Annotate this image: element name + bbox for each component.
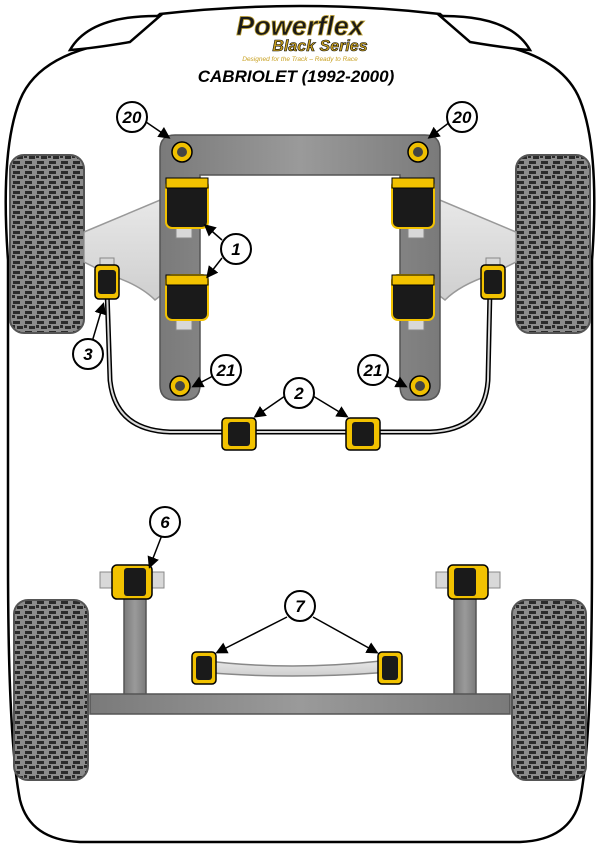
page-title: CABRIOLET (1992-2000) (198, 67, 395, 86)
mount-21-right (409, 375, 431, 397)
mount-20-left (171, 141, 193, 163)
callout-20-right: 20 (446, 101, 478, 133)
callout-21-left-label: 21 (216, 361, 236, 380)
drop-link-bush-right (480, 257, 506, 300)
wishbone-bush-front-left-lower (165, 274, 209, 331)
rear-trailing-arm-left (123, 589, 147, 697)
callout-2-label: 2 (293, 384, 304, 403)
logo-tagline: Designed for the Track – Ready to Race (242, 56, 358, 63)
rear-beam-bush-right (435, 564, 501, 600)
callout-6-label: 6 (160, 513, 170, 532)
rear-right-tyre (511, 599, 587, 781)
car-body-outline (4, 4, 596, 844)
callout-20-left: 20 (116, 101, 148, 133)
drop-link-bush-left (94, 257, 120, 300)
wishbone-bush-front-right-upper (391, 177, 435, 239)
front-left-tyre (9, 154, 85, 334)
powerflex-logo: Powerflex Black Series Designed for the … (236, 11, 368, 63)
callout-3-label: 3 (83, 345, 93, 364)
callout-7: 7 (284, 590, 316, 622)
mount-20-right (407, 141, 429, 163)
callout-6: 6 (149, 506, 181, 538)
wishbone-bush-front-right-lower (391, 274, 435, 331)
front-right-tyre (515, 154, 591, 334)
logo-brand: Powerflex (236, 11, 365, 41)
callout-20-left-label: 20 (122, 108, 142, 127)
left-front-corner (67, 14, 164, 52)
right-front-corner (436, 14, 533, 52)
rear-axle-beam (89, 693, 511, 715)
callout-7-label: 7 (295, 597, 306, 616)
arb-bush-left (221, 417, 257, 451)
front-subframe (159, 134, 441, 401)
rear-beam-bush-left (99, 564, 165, 600)
callout-21-left: 21 (210, 354, 242, 386)
callout-21-right: 21 (357, 354, 389, 386)
rear-trailing-arm-right (453, 589, 477, 697)
logo-series: Black Series (272, 38, 367, 55)
mount-21-left (169, 375, 191, 397)
rear-link-bush-right (377, 651, 403, 685)
callout-leaders (91, 121, 451, 654)
callout-21-right-label: 21 (363, 361, 383, 380)
callout-3: 3 (72, 338, 104, 370)
arb-bush-right (345, 417, 381, 451)
callout-2: 2 (283, 377, 315, 409)
callout-20-right-label: 20 (452, 108, 472, 127)
rear-left-tyre (13, 599, 89, 781)
wishbone-bush-front-left-upper (165, 177, 209, 239)
rear-link-bush-left (191, 651, 217, 685)
callout-1-label: 1 (231, 240, 240, 259)
callout-1: 1 (220, 233, 252, 265)
